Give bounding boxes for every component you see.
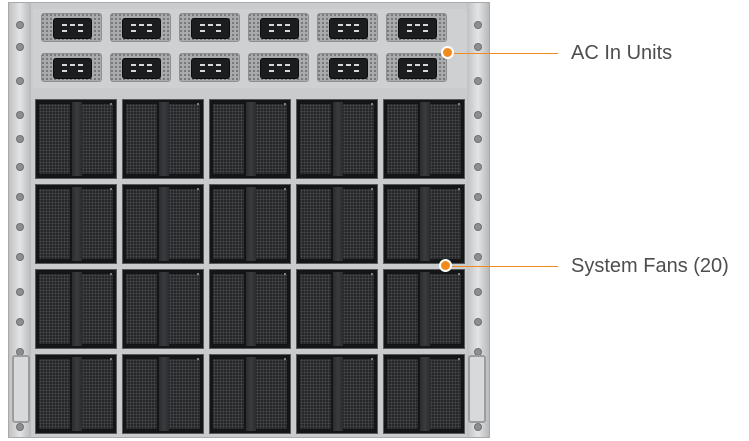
system-fans-leader-line (450, 266, 558, 267)
rail-screw (16, 135, 24, 143)
ac-in-unit (110, 13, 171, 42)
system-fan (35, 184, 117, 264)
rail-screw (16, 43, 24, 51)
rail-screw (16, 21, 24, 29)
ac-in-unit (179, 53, 240, 82)
power-inlet-icon (260, 18, 299, 39)
rail-screw (474, 318, 482, 326)
rail-screw (474, 77, 482, 85)
rail-screw (16, 288, 24, 296)
ac-in-unit (41, 53, 102, 82)
rail-screw (16, 253, 24, 261)
system-fan (209, 184, 291, 264)
rail-screw (474, 253, 482, 261)
system-fan (35, 354, 117, 434)
system-fan (296, 354, 378, 434)
rail-screw (16, 318, 24, 326)
system-fan (296, 99, 378, 179)
system-fans-bay (33, 95, 467, 435)
system-fan (122, 99, 204, 179)
system-fan (383, 269, 465, 349)
system-fans-callout-dot (439, 259, 452, 272)
ac-in-units-callout-dot (441, 46, 454, 59)
rail-screw (474, 21, 482, 29)
rail-screw (474, 135, 482, 143)
rail-screw (16, 223, 24, 231)
system-fan (209, 269, 291, 349)
power-inlet-icon (260, 58, 299, 79)
rail-screw (474, 288, 482, 296)
rail-handle[interactable] (12, 355, 30, 423)
power-inlet-icon (122, 58, 161, 79)
system-fan (35, 269, 117, 349)
power-inlet-icon (53, 18, 92, 39)
rail-screw (474, 423, 482, 431)
right-mounting-rail (467, 3, 489, 437)
system-fan (209, 99, 291, 179)
ac-in-unit (110, 53, 171, 82)
system-fan (296, 184, 378, 264)
ac-in-units-leader-line (450, 53, 558, 54)
rail-screw (474, 111, 482, 119)
power-inlet-icon (191, 58, 230, 79)
power-inlet-icon (329, 18, 368, 39)
power-inlet-icon (53, 58, 92, 79)
power-inlet-icon (329, 58, 368, 79)
power-inlet-icon (398, 58, 437, 79)
rail-screw (16, 423, 24, 431)
ac-in-unit (248, 53, 309, 82)
system-fan (296, 269, 378, 349)
ac-in-unit (386, 53, 447, 82)
system-fan (209, 354, 291, 434)
ac-in-units-label: AC In Units (571, 42, 673, 64)
ac-in-unit (179, 13, 240, 42)
rail-screw (474, 193, 482, 201)
power-inlet-icon (122, 18, 161, 39)
rail-screw (16, 193, 24, 201)
system-fans-label: System Fans (20) (571, 255, 729, 277)
ac-in-unit (317, 13, 378, 42)
rail-screw (474, 223, 482, 231)
rail-screw (16, 163, 24, 171)
ac-in-units-bay (33, 9, 467, 88)
system-fan (122, 354, 204, 434)
rail-screw (474, 43, 482, 51)
system-fan (383, 354, 465, 434)
ac-in-unit (386, 13, 447, 42)
left-mounting-rail (9, 3, 31, 437)
server-chassis (8, 2, 490, 438)
rail-screw (16, 111, 24, 119)
system-fan (35, 99, 117, 179)
system-fan (122, 184, 204, 264)
rail-screw (474, 163, 482, 171)
system-fan (383, 99, 465, 179)
system-fan (383, 184, 465, 264)
ac-in-unit (41, 13, 102, 42)
ac-in-unit (317, 53, 378, 82)
rail-screw (16, 77, 24, 85)
power-inlet-icon (398, 18, 437, 39)
ac-in-unit (248, 13, 309, 42)
system-fan (122, 269, 204, 349)
power-inlet-icon (191, 18, 230, 39)
rail-handle[interactable] (468, 355, 486, 423)
